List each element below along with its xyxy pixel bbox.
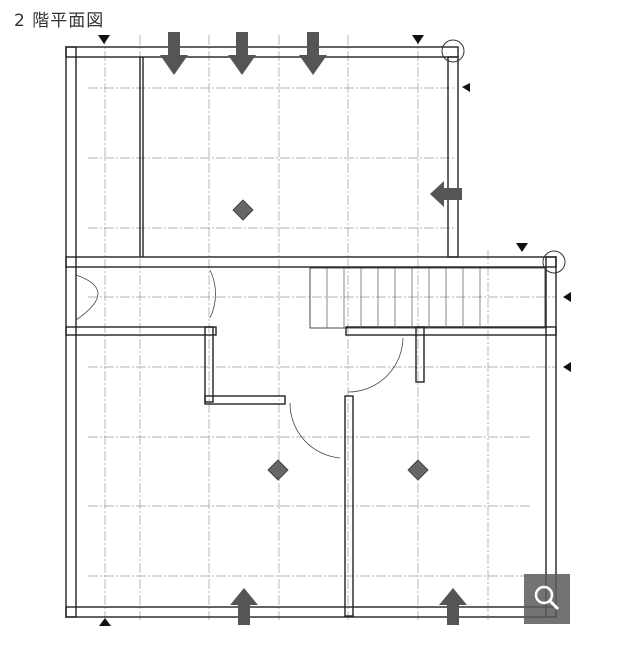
stair-treads — [326, 268, 481, 328]
page-title: 2 階平面図 — [14, 11, 105, 31]
grid-lines — [88, 35, 555, 620]
direction-arrows — [160, 32, 467, 625]
section-markers — [98, 35, 571, 626]
door-swings — [75, 269, 404, 459]
zoom-button[interactable] — [524, 574, 570, 624]
ceiling-fixtures — [232, 199, 429, 481]
walls — [65, 46, 557, 618]
magnifier-icon — [534, 585, 560, 611]
